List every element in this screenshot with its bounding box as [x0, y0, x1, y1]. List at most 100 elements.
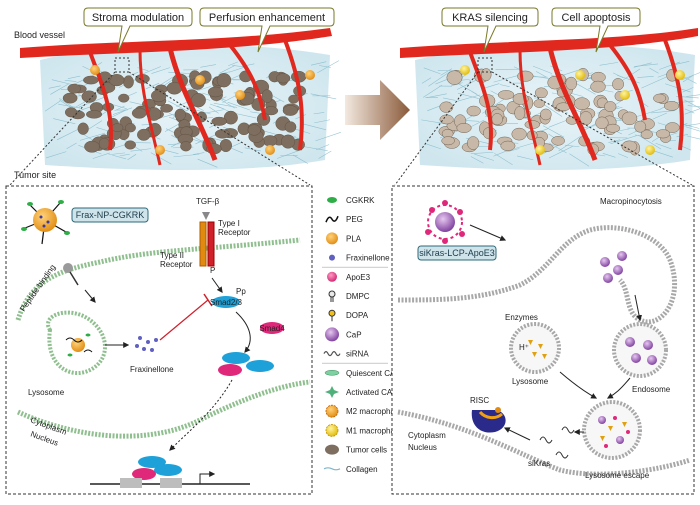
- tumor-cell: [264, 106, 278, 115]
- tumor-cell: [125, 141, 136, 150]
- legend-label: siRNA: [346, 350, 369, 359]
- cell-apoptosis-text: Cell apoptosis: [561, 12, 631, 24]
- tumor-cell: [612, 78, 623, 90]
- overview-left: Blood vessel Tumor site: [14, 28, 341, 180]
- tumor-cell: [208, 87, 223, 97]
- m1-macrophage: [620, 90, 630, 100]
- tumor-cell: [467, 106, 481, 116]
- m2-macrophage: [90, 65, 100, 75]
- lysosome-nanoparticle: [71, 338, 85, 352]
- tumor-cell: [68, 84, 81, 93]
- tumor-cell: [263, 135, 277, 146]
- legend-item: Collagen: [324, 465, 378, 474]
- tumor-cell: [440, 115, 454, 124]
- tumor-cell-icon: [325, 445, 339, 455]
- legend-label: Tumor cells: [346, 446, 387, 455]
- tumor-cell: [512, 128, 527, 140]
- tumor-cell: [604, 101, 616, 111]
- tumor-cell: [175, 109, 186, 121]
- frax-np-label: Frax-NP-CGKRK: [76, 210, 145, 220]
- tumor-cell: [664, 101, 679, 110]
- legend-label: Collagen: [346, 465, 378, 474]
- m2-macrophage: [195, 75, 205, 85]
- tumor-cell: [622, 141, 637, 152]
- perfusion-enhancement-text: Perfusion enhancement: [209, 12, 325, 24]
- smad-complex-b: [246, 360, 274, 372]
- tumor-cell: [535, 88, 547, 98]
- dopa-icon: [329, 310, 335, 321]
- nuclear-smad-b: [154, 464, 182, 476]
- tumor-cell: [118, 94, 129, 102]
- lysosome-label-left: Lysosome: [28, 388, 65, 397]
- tumor-cell: [65, 108, 77, 118]
- cytoplasm-label-right: Cytoplasm: [408, 431, 446, 440]
- tumor-cell: [653, 94, 665, 103]
- m1-macrophage-icon: [326, 424, 338, 436]
- tumor-cell: [132, 108, 146, 118]
- tumor-cell: [566, 77, 577, 90]
- pp-label: Pp: [236, 287, 246, 296]
- tumor-cell: [288, 95, 298, 103]
- legend-label: CGKRK: [346, 196, 375, 205]
- legend-label: DMPC: [346, 292, 370, 301]
- m1-macrophage: [535, 145, 545, 155]
- phosphate-p: P: [210, 266, 215, 275]
- tumor-cell: [180, 141, 191, 151]
- legend-item: Tumor cells: [325, 445, 387, 455]
- tumor-cell: [84, 141, 99, 152]
- tumor-cell: [447, 71, 462, 85]
- tumor-cell: [86, 110, 102, 118]
- risc-label: RISC: [470, 396, 489, 405]
- tumor-cell: [457, 123, 472, 133]
- fraxinellone-label: Fraxinellone: [130, 365, 174, 374]
- tumor-cell: [283, 105, 298, 115]
- tumor-cell: [123, 76, 133, 89]
- tumor-cell: [606, 124, 620, 132]
- m2-macrophage: [235, 90, 245, 100]
- dna-promoter: [120, 478, 142, 488]
- nucleus-label-right: Nucleus: [408, 443, 437, 452]
- macropinocytosis-label: Macropinocytosis: [600, 197, 662, 206]
- tumor-cell: [83, 76, 98, 84]
- m1-macrophage: [460, 65, 470, 75]
- tumor-cell: [78, 123, 89, 135]
- legend-item: PLA: [326, 232, 362, 244]
- legend-item: CGKRK: [327, 196, 375, 205]
- cgkrk: [86, 334, 91, 337]
- tumor-cell: [552, 136, 565, 145]
- transition-arrow: [345, 80, 410, 140]
- type-i-receptor: [208, 222, 214, 266]
- tumor-cell: [440, 102, 453, 113]
- sikras-label: siKras: [528, 459, 550, 468]
- activated-caf-icon: [325, 386, 339, 398]
- tumor-cell: [217, 73, 231, 87]
- legend-item: DOPA: [329, 310, 369, 321]
- tumor-cell: [82, 91, 97, 103]
- sirna-icon: [324, 352, 340, 356]
- smad4-text: Smad4: [259, 324, 285, 333]
- tumor-cell: [99, 138, 109, 149]
- legend-item: siRNA: [324, 350, 369, 359]
- tumor-cell: [125, 123, 135, 132]
- tumor-cell: [112, 124, 123, 132]
- tumor-site-label: Tumor site: [14, 170, 56, 180]
- tumor-cell: [656, 130, 670, 139]
- tumor-cell: [285, 122, 296, 133]
- legend-label: PLA: [346, 234, 362, 243]
- m2-macrophage-icon: [326, 405, 338, 417]
- dmpc-icon: [329, 291, 335, 302]
- m2-macrophage: [265, 145, 275, 155]
- tumor-cell: [212, 117, 227, 125]
- collagen-icon: [324, 468, 340, 470]
- smad23-text: Smad2/3: [210, 298, 243, 307]
- legend-label: PEG: [346, 215, 363, 224]
- blood-vessel-label: Blood vessel: [14, 30, 65, 40]
- tgf-beta-label: TGF-β: [196, 197, 220, 206]
- tumor-cell: [515, 106, 525, 120]
- tumor-cell: [492, 113, 503, 124]
- m1-macrophage: [675, 70, 685, 80]
- tumor-cell: [596, 117, 609, 129]
- sikras-np-label: siKras-LCP-ApoE3: [419, 248, 495, 258]
- endosome-label: Endosome: [632, 385, 671, 394]
- apoe3-icon: [327, 272, 337, 282]
